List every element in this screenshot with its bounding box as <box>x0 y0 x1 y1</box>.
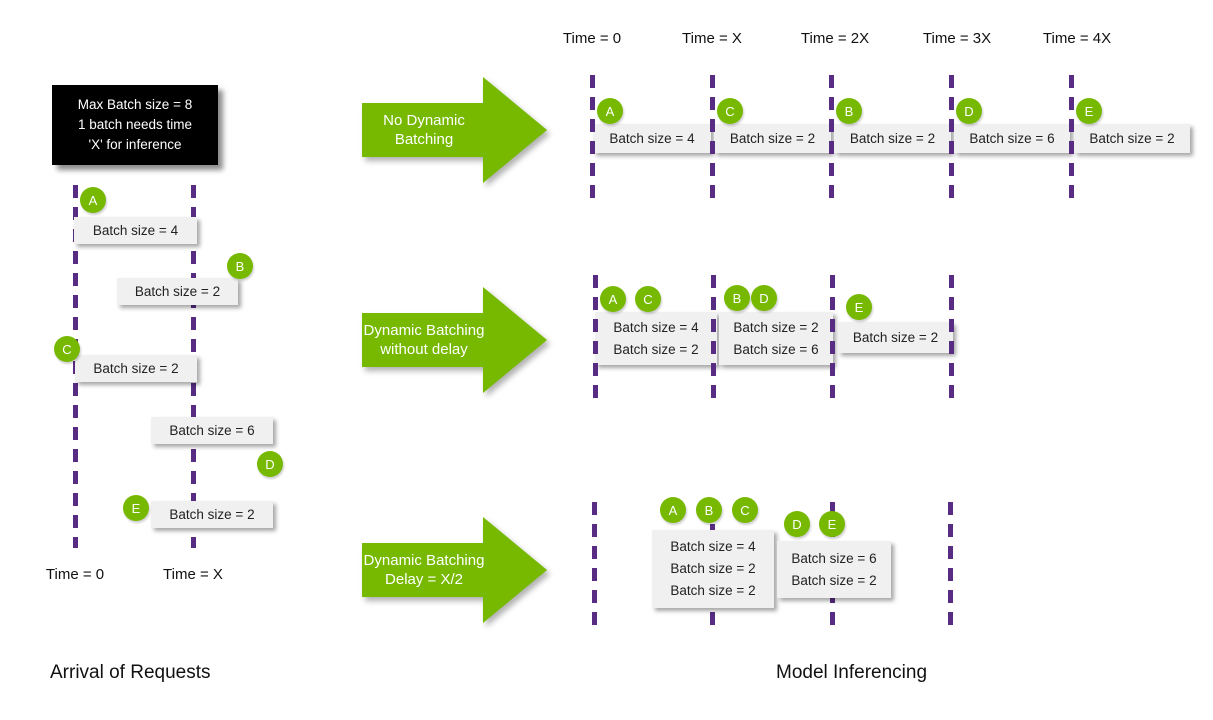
arrow-label: No Dynamic Batching <box>354 103 494 157</box>
request-badge-a: A <box>80 187 106 213</box>
timeline-dashed-line <box>948 502 953 625</box>
batch-size-box: Batch size = 2 <box>838 322 953 353</box>
batch-size-box: Batch size = 4 Batch size = 2 <box>595 312 717 365</box>
timeline-dashed-line <box>949 75 954 200</box>
request-badge-c: C <box>717 98 743 124</box>
timeline-dashed-line <box>590 75 595 200</box>
batch-size-line: Batch size = 6 <box>791 550 877 566</box>
time-label-4x: Time = 4X <box>1042 30 1112 47</box>
batch-size-box: Batch size = 6 <box>151 417 273 444</box>
batch-size-line: Batch size = 2 <box>613 341 699 357</box>
request-badge-e: E <box>846 294 872 320</box>
batch-size-line: Batch size = 2 <box>791 572 877 588</box>
time-label-2x: Time = 2X <box>800 30 870 47</box>
arrow-dynamic-batching-delay: Dynamic Batching Delay = X/2 <box>362 517 547 623</box>
batch-size-box: Batch size = 2 <box>75 355 197 382</box>
batch-size-line: Batch size = 4 <box>670 539 756 555</box>
request-badge-a: A <box>597 98 623 124</box>
batch-size-box: Batch size = 2 <box>151 501 273 528</box>
timeline-dashed-line <box>592 502 597 625</box>
batch-size-box: Batch size = 6 <box>954 124 1070 153</box>
timeline-dashed-line <box>593 275 598 403</box>
arrow-label: Dynamic Batching Delay = X/2 <box>354 543 494 597</box>
batch-size-box: Batch size = 2 Batch size = 6 <box>719 312 833 365</box>
timeline-dashed-line <box>829 75 834 200</box>
timeline-dashed-line <box>830 275 835 403</box>
timeline-dashed-line <box>710 75 715 200</box>
right-section-title: Model Inferencing <box>776 662 928 683</box>
batch-size-box: Batch size = 6 Batch size = 2 <box>777 541 891 598</box>
request-badge-d: D <box>257 451 283 477</box>
request-badge-e: E <box>123 495 149 521</box>
batch-size-line: Batch size = 2 <box>670 561 756 577</box>
batch-size-line: Batch size = 2 <box>733 319 819 335</box>
batch-size-line: Batch size = 2 <box>852 329 939 345</box>
request-badge-e: E <box>819 511 845 537</box>
arrow-label-line: Batching <box>394 131 454 148</box>
request-badge-b: B <box>724 285 750 311</box>
request-badge-b: B <box>227 253 253 279</box>
right-arrow-icon <box>362 77 547 183</box>
request-badge-d: D <box>956 98 982 124</box>
time-label-0: Time = 0 <box>562 30 622 47</box>
batch-size-line: Batch size = 2 <box>670 582 756 598</box>
arrow-dynamic-batching-no-delay: Dynamic Batching without delay <box>362 287 547 393</box>
request-badge-a: A <box>600 286 626 312</box>
info-line: 'X' for inference <box>88 137 182 153</box>
arrow-no-dynamic-batching: No Dynamic Batching <box>362 77 547 183</box>
request-badge-b: B <box>836 98 862 124</box>
request-badge-c: C <box>635 286 661 312</box>
batch-size-line: Batch size = 4 <box>613 319 699 335</box>
request-badge-d: D <box>751 285 777 311</box>
arrow-label-line: Dynamic Batching <box>363 321 485 339</box>
info-line: 1 batch needs time <box>77 116 193 132</box>
batch-size-box: Batch size = 4 <box>593 124 711 153</box>
arrow-label-line: Delay = X/2 <box>385 571 463 588</box>
request-badge-a: A <box>660 497 686 523</box>
batch-size-box: Batch size = 2 <box>834 124 951 153</box>
info-line: Max Batch size = 8 <box>77 96 193 112</box>
request-badge-c: C <box>54 336 80 362</box>
timeline-dashed-line <box>1069 75 1074 200</box>
request-badge-e: E <box>1076 98 1102 124</box>
batch-size-box: Batch size = 2 <box>1074 124 1190 153</box>
right-arrow-icon <box>362 517 547 623</box>
batch-size-box: Batch size = 4 <box>74 217 197 244</box>
arrow-label-line: Dynamic Batching <box>363 551 485 569</box>
left-section-title: Arrival of Requests <box>50 662 211 683</box>
batch-size-box: Batch size = 4 Batch size = 2 Batch size… <box>652 530 774 608</box>
request-badge-c: C <box>732 497 758 523</box>
right-arrow-icon <box>362 287 547 393</box>
request-badge-d: D <box>784 511 810 537</box>
batch-size-box: Batch size = 2 <box>714 124 831 153</box>
time-label-3x: Time = 3X <box>922 30 992 47</box>
request-badge-b: B <box>696 497 722 523</box>
time-label-x: Time = X <box>682 30 742 47</box>
max-batch-info-box: Max Batch size = 8 1 batch needs time 'X… <box>52 85 218 165</box>
arrow-label-line: without delay <box>380 341 468 358</box>
timeline-dashed-line <box>711 275 716 403</box>
time-label-x: Time = X <box>163 566 223 583</box>
arrow-label-line: No Dynamic <box>383 111 465 129</box>
batch-size-box: Batch size = 2 <box>117 278 238 305</box>
timeline-dashed-line <box>949 275 954 403</box>
time-label-0: Time = 0 <box>45 566 105 583</box>
arrow-label: Dynamic Batching without delay <box>354 313 494 367</box>
batch-size-line: Batch size = 6 <box>733 341 819 357</box>
